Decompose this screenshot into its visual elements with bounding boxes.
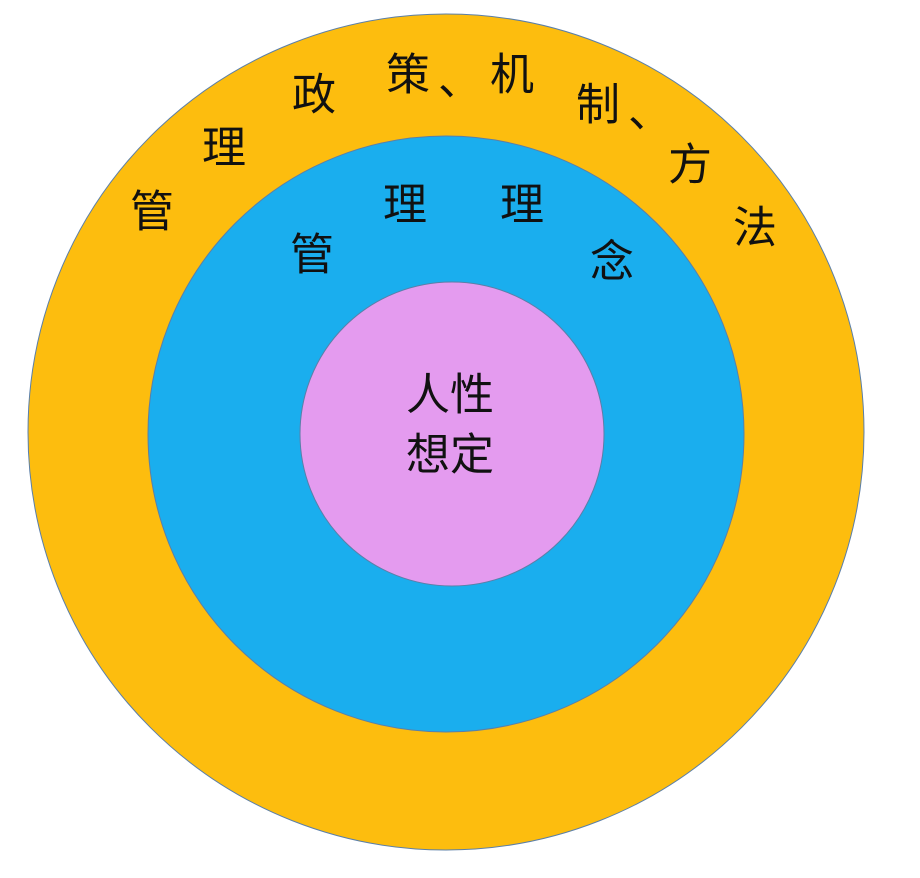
middle-char: 念 [590, 237, 634, 288]
outer-ring-label: 管 理 政 策 、 机 制 、 方 法 [130, 50, 777, 254]
middle-ring-label: 管 理 理 念 [290, 180, 634, 288]
outer-char: 、 [628, 87, 672, 138]
core-line-2: 想定 [406, 430, 494, 481]
core-circle [299, 281, 605, 587]
middle-char: 理 [500, 180, 544, 231]
outer-char: 机 [490, 50, 534, 101]
middle-char: 理 [383, 180, 427, 231]
outer-char: 管 [130, 187, 174, 238]
core-line-1: 人性 [406, 370, 494, 421]
outer-char: 理 [202, 123, 246, 174]
outer-char: 政 [292, 70, 336, 121]
middle-char: 管 [290, 230, 334, 281]
outer-char: 制 [576, 80, 620, 131]
core-label: 人性 想定 [406, 370, 494, 481]
outer-char: 方 [668, 140, 712, 191]
outer-char: 、 [438, 55, 482, 106]
outer-char: 策 [386, 50, 430, 101]
outer-char: 法 [733, 203, 777, 254]
